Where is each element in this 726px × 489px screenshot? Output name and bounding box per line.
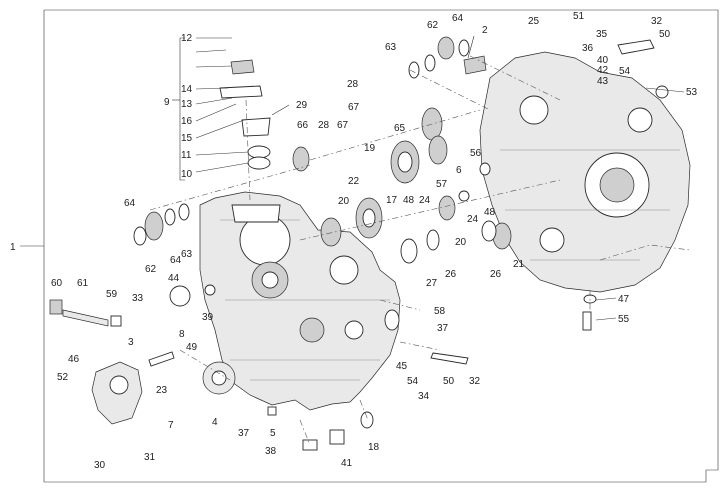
callout-24b: 24 [467, 214, 479, 225]
callout-26a: 26 [445, 269, 457, 280]
callout-15: 15 [181, 133, 193, 144]
callout-57: 57 [436, 179, 448, 190]
callout-6: 6 [456, 165, 462, 176]
callout-61: 61 [77, 278, 89, 289]
callout-11: 11 [181, 150, 192, 161]
callout-42: 42 [597, 65, 609, 76]
callout-16: 16 [181, 116, 193, 127]
callout-30: 30 [94, 460, 106, 471]
callout-29: 29 [296, 100, 308, 111]
callout-2: 2 [482, 25, 488, 36]
callout-28a: 28 [347, 79, 359, 90]
callout-44: 44 [168, 273, 180, 284]
callout-54b: 54 [407, 376, 419, 387]
callout-17: 17 [386, 195, 398, 206]
callout-24a: 24 [419, 195, 431, 206]
callout-67b: 67 [337, 120, 349, 131]
callout-37b: 37 [437, 323, 449, 334]
callout-41: 41 [341, 458, 353, 469]
callout-7: 7 [168, 420, 174, 431]
callout-28b: 28 [318, 120, 330, 131]
callout-62b: 62 [145, 264, 157, 275]
left-crankcase-half [199, 191, 401, 411]
callout-39: 39 [202, 312, 214, 323]
callout-64c: 64 [170, 255, 182, 266]
callout-38: 38 [265, 446, 277, 457]
callout-10: 10 [181, 169, 193, 180]
callout-40: 40 [597, 55, 609, 66]
bearings-and-seals [133, 36, 669, 429]
callout-60: 60 [51, 278, 63, 289]
callout-66: 66 [297, 120, 309, 131]
callout-50b: 50 [443, 376, 455, 387]
callout-63b: 63 [181, 249, 193, 260]
callout-47: 47 [618, 294, 630, 305]
callout-62a: 62 [427, 20, 439, 31]
callout-8: 8 [179, 329, 185, 340]
right-crankcase-half [479, 51, 691, 293]
callout-31: 31 [144, 452, 156, 463]
callout-63a: 63 [385, 42, 397, 53]
callout-13: 13 [181, 99, 193, 110]
callout-33: 33 [132, 293, 144, 304]
callout-27: 27 [426, 278, 438, 289]
callout-1: 1 [10, 242, 16, 253]
callout-50a: 50 [659, 29, 671, 40]
callout-5: 5 [270, 428, 276, 439]
callout-64a: 64 [452, 13, 464, 24]
assembly-axis-lines [149, 55, 691, 446]
group-bracket-9 [172, 37, 185, 181]
callout-21: 21 [513, 259, 525, 270]
callout-34: 34 [418, 391, 430, 402]
callout-labels: 1 2 3 4 5 6 7 8 9 10 11 12 13 14 15 16 1… [10, 11, 698, 471]
leader-lines [195, 35, 685, 321]
callout-22: 22 [348, 176, 360, 187]
callout-45: 45 [396, 361, 408, 372]
callout-35: 35 [596, 29, 608, 40]
callout-52: 52 [57, 372, 69, 383]
callout-12: 12 [181, 33, 193, 44]
callout-67a: 67 [348, 102, 360, 113]
callout-58: 58 [434, 306, 446, 317]
callout-59: 59 [106, 289, 118, 300]
callout-19: 19 [364, 143, 376, 154]
oil-pump-and-hardware [49, 39, 655, 451]
callout-37a: 37 [238, 428, 250, 439]
callout-3: 3 [128, 337, 134, 348]
callout-43: 43 [597, 76, 609, 87]
callout-23: 23 [156, 385, 168, 396]
callout-9: 9 [164, 97, 170, 108]
callout-53: 53 [686, 87, 698, 98]
callout-56: 56 [470, 148, 482, 159]
callout-32b: 32 [469, 376, 481, 387]
callout-20b: 20 [455, 237, 467, 248]
callout-32a: 32 [651, 16, 663, 27]
callout-65: 65 [394, 123, 406, 134]
callout-36: 36 [582, 43, 594, 54]
callout-55: 55 [618, 314, 630, 325]
callout-46: 46 [68, 354, 80, 365]
callout-18: 18 [368, 442, 380, 453]
callout-14: 14 [181, 84, 193, 95]
callout-25: 25 [528, 16, 540, 27]
callout-48a: 48 [403, 195, 415, 206]
callout-4: 4 [212, 417, 218, 428]
callout-51: 51 [573, 11, 585, 22]
callout-64b: 64 [124, 198, 136, 209]
callout-20a: 20 [338, 196, 350, 207]
diagram-frame [20, 9, 719, 483]
callout-49: 49 [186, 342, 198, 353]
callout-26b: 26 [490, 269, 502, 280]
callout-48b: 48 [484, 207, 496, 218]
callout-54a: 54 [619, 66, 631, 77]
